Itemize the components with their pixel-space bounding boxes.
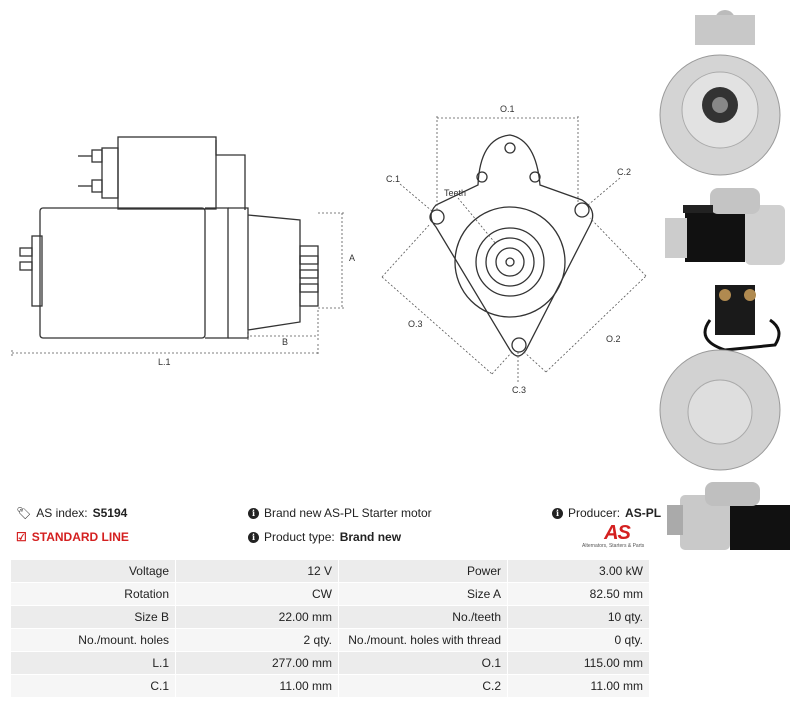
description-text: Brand new AS-PL Starter motor bbox=[264, 506, 432, 520]
dimension-o2-label: O.2 bbox=[606, 334, 621, 344]
spec-label: Voltage bbox=[10, 559, 176, 583]
spec-label: Size A bbox=[338, 582, 508, 606]
info-icon: i bbox=[248, 507, 259, 519]
side-view-dimensions bbox=[11, 212, 346, 356]
product-type-label: Product type: bbox=[264, 530, 335, 544]
technical-drawings: A B L.1 O.1 O.2 O.3 C.1 C.2 C.3 Teeth bbox=[11, 104, 647, 395]
spec-value: 115.00 mm bbox=[507, 651, 650, 675]
starter-rear-view-photo[interactable] bbox=[659, 285, 781, 471]
spec-value: 0 qty. bbox=[507, 628, 650, 652]
spec-value: 12 V bbox=[175, 559, 339, 583]
as-index-label: AS index: bbox=[36, 506, 88, 520]
product-type: i Product type: Brand new bbox=[248, 530, 401, 544]
teeth-label: Teeth bbox=[444, 188, 466, 198]
spec-label: Size B bbox=[10, 605, 176, 629]
as-index: 🏷 AS index: S5194 bbox=[16, 506, 127, 520]
dimension-o3-label: O.3 bbox=[408, 319, 423, 329]
spec-value: 3.00 kW bbox=[507, 559, 650, 583]
starter-angled-view-photo[interactable] bbox=[667, 482, 790, 550]
spec-value: 2 qty. bbox=[175, 628, 339, 652]
spec-value: CW bbox=[175, 582, 339, 606]
producer-label: Producer: bbox=[568, 506, 621, 520]
spec-value: 11.00 mm bbox=[175, 674, 339, 698]
info-icon: i bbox=[552, 507, 563, 519]
spec-label: L.1 bbox=[10, 651, 176, 675]
product-type-value: Brand new bbox=[339, 530, 402, 544]
spec-value: 82.50 mm bbox=[507, 582, 650, 606]
product-info: 🏷 AS index: S5194 ☑ STANDARD LINE i Bran… bbox=[0, 500, 800, 560]
as-pl-logo: AS Alternators, Starters & Parts bbox=[582, 522, 652, 552]
as-index-value: S5194 bbox=[92, 506, 128, 520]
spec-value: 11.00 mm bbox=[507, 674, 650, 698]
logo-subtitle: Alternators, Starters & Parts bbox=[582, 543, 645, 549]
standard-line: ☑ STANDARD LINE bbox=[16, 530, 129, 544]
side-view-drawing bbox=[19, 136, 319, 339]
starter-side-view-photo[interactable] bbox=[665, 188, 785, 265]
product-description: i Brand new AS-PL Starter motor bbox=[248, 506, 432, 520]
spec-value: 277.00 mm bbox=[175, 651, 339, 675]
dimension-a-label: A bbox=[349, 253, 355, 263]
spec-value: 22.00 mm bbox=[175, 605, 339, 629]
spec-value: 10 qty. bbox=[507, 605, 650, 629]
dimension-b-label: B bbox=[282, 337, 288, 347]
spec-label: C.1 bbox=[10, 674, 176, 698]
tag-icon: 🏷 bbox=[16, 506, 32, 520]
producer: i Producer: AS-PL bbox=[552, 506, 661, 520]
dimension-c3-label: C.3 bbox=[512, 385, 526, 395]
info-icon: i bbox=[248, 531, 259, 543]
spec-label: Power bbox=[338, 559, 508, 583]
front-view-drawing bbox=[429, 134, 594, 357]
spec-label: No./teeth bbox=[338, 605, 508, 629]
checkbox-check-icon: ☑ bbox=[16, 530, 27, 544]
spec-label: C.2 bbox=[338, 674, 508, 698]
spec-label: O.1 bbox=[338, 651, 508, 675]
producer-value: AS-PL bbox=[625, 506, 662, 520]
spec-label: No./mount. holes with thread bbox=[338, 628, 508, 652]
logo-mark: AS bbox=[604, 522, 631, 544]
standard-line-label: STANDARD LINE bbox=[31, 530, 129, 544]
spec-label: No./mount. holes bbox=[10, 628, 176, 652]
dimension-c2-label: C.2 bbox=[617, 167, 631, 177]
starter-front-view-photo[interactable] bbox=[659, 10, 781, 176]
dimension-l1-label: L.1 bbox=[158, 357, 171, 367]
front-view-dimensions bbox=[381, 116, 647, 384]
product-photos bbox=[659, 10, 790, 550]
spec-label: Rotation bbox=[10, 582, 176, 606]
dimension-c1-label: C.1 bbox=[386, 174, 400, 184]
dimension-o1-label: O.1 bbox=[500, 104, 515, 114]
